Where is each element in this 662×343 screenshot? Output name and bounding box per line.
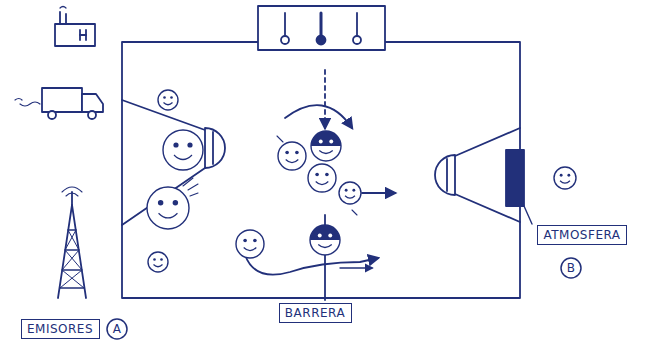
label-box: BARRERA [279,303,352,323]
callout-letter: B [560,257,582,279]
breath-marks [183,178,198,196]
node-text: BARRERA [285,306,345,320]
label-box: EMISORES [21,319,100,339]
thermometer-panel [258,6,385,50]
node-text: B [567,261,576,275]
rotation-arrow [285,105,352,128]
truck-icon [15,88,103,119]
node-text: EMISORES [27,322,93,336]
callout-letter: A [106,318,128,340]
motion-arrow [245,255,378,275]
node-text: ATMOSFERA [543,228,620,242]
factory-icon [55,7,95,47]
atmosphere-goal [435,128,532,224]
antenna-icon [58,187,86,298]
motion-arrow [362,192,395,194]
motion-arrow [340,267,372,268]
field-outline [122,42,520,298]
node-text: A [113,322,122,336]
particles [147,90,576,272]
label-box: ATMOSFERA [537,225,627,245]
